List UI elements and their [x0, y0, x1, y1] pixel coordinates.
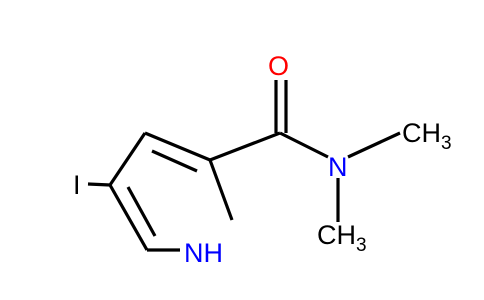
bond-c4-iodine [87, 182, 111, 187]
oxygen-label: O [268, 51, 289, 81]
bond-c4-c5 [108, 184, 149, 251]
bond-c2-carbonyl [209, 131, 281, 162]
methyl-top-label: CH3 [402, 118, 452, 154]
methyl-bottom-subscript: 3 [356, 235, 367, 256]
iodine-label: I [73, 170, 81, 200]
methyl-bottom-label: CH3 [317, 220, 367, 256]
bond-c3-c4 [108, 132, 147, 186]
bond-n-methyl-top [347, 131, 401, 159]
amide-nitrogen-label: N [328, 152, 348, 182]
bond-n1-c2 [208, 159, 234, 221]
ring-nh-label: NH [184, 238, 223, 268]
bond-c2-c3-inner [151, 149, 198, 173]
methyl-top-subscript: 3 [441, 133, 452, 154]
methyl-bottom-ch: CH [317, 220, 356, 250]
bonds [87, 80, 401, 252]
bond-carbonyl-n [279, 131, 329, 159]
bond-c5-c4-inner [126, 186, 157, 237]
methyl-top-ch: CH [402, 118, 441, 148]
atom-labels: I O N NH CH3 CH3 [73, 51, 452, 268]
bond-c2-c3 [144, 131, 211, 162]
